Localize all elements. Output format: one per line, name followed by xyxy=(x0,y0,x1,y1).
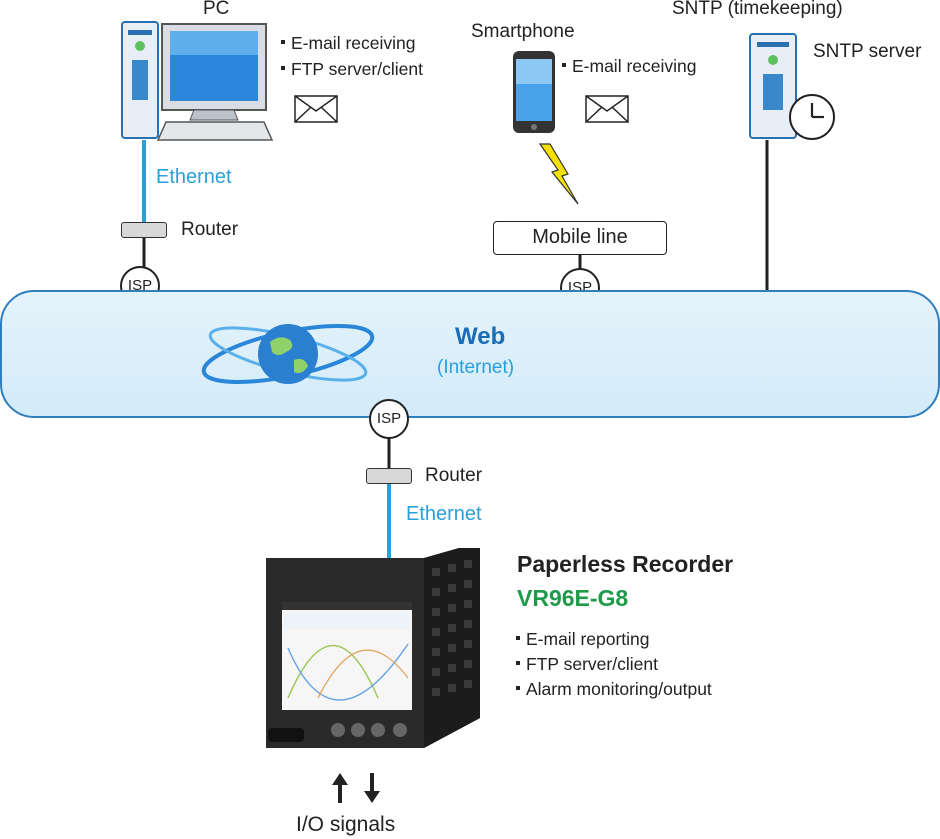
recorder-title: Paperless Recorder xyxy=(517,551,734,577)
lightning-icon xyxy=(538,143,579,205)
recorder-ethernet-label: Ethernet xyxy=(406,503,482,525)
arrow-down-icon xyxy=(364,773,380,803)
recorder-feature: E-mail reporting xyxy=(516,629,650,650)
pc-ethernet-label: Ethernet xyxy=(156,166,232,188)
server-icon xyxy=(749,33,797,139)
pc-label: PC xyxy=(203,0,230,19)
web-isp: ISP xyxy=(369,399,409,439)
recorder-feature: FTP server/client xyxy=(516,654,658,675)
smartphone-icon xyxy=(513,51,555,133)
envelope-icon xyxy=(585,95,629,123)
sntp-server-label: SNTP server xyxy=(813,41,922,62)
pc-feature: FTP server/client xyxy=(281,59,423,80)
recorder-device-icon xyxy=(266,548,480,748)
globe-icon xyxy=(201,324,375,384)
desktop-pc-icon xyxy=(121,21,274,141)
pc-router-label: Router xyxy=(181,219,239,240)
io-signals-label: I/O signals xyxy=(296,813,396,836)
smartphone-label: Smartphone xyxy=(471,21,575,42)
recorder-router xyxy=(366,468,412,484)
pc-router xyxy=(121,222,167,238)
web-subtitle: (Internet) xyxy=(437,357,515,378)
recorder-feature: Alarm monitoring/output xyxy=(516,679,712,700)
pc-feature: E-mail receiving xyxy=(281,33,415,54)
recorder-model: VR96E-G8 xyxy=(517,585,629,611)
arrow-up-icon xyxy=(332,773,348,803)
mobile-line-box: Mobile line xyxy=(493,221,667,255)
envelope-icon xyxy=(294,95,338,123)
sntp-title: SNTP (timekeeping) xyxy=(672,0,843,19)
smartphone-feature: E-mail receiving xyxy=(562,56,696,77)
internet-cloud xyxy=(0,290,940,418)
recorder-router-label: Router xyxy=(425,465,483,486)
web-title: Web xyxy=(455,323,506,350)
clock-icon xyxy=(789,94,835,140)
